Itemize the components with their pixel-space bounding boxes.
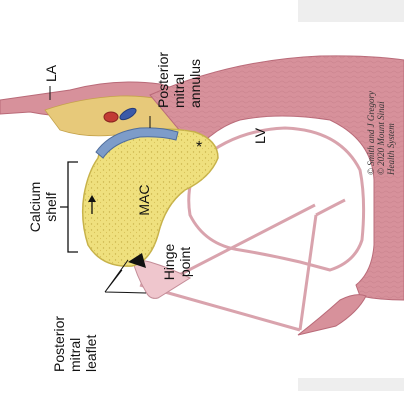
- gray-panel-bottom: [298, 378, 404, 391]
- credit-line-1: © Smith and J Gregory: [366, 91, 376, 175]
- label-posterior-mitral-annulus-2: mitral: [171, 74, 187, 108]
- label-calcium-shelf-2: shelf: [43, 192, 59, 222]
- label-posterior-mitral-annulus-1: Posterior: [155, 52, 171, 108]
- credit-line-2: © 2020 Mount Sinai: [376, 101, 386, 175]
- label-posterior-mitral-leaflet-1: Posterior: [51, 316, 67, 372]
- label-posterior-mitral-leaflet-2: mitral: [67, 338, 83, 372]
- label-posterior-mitral-leaflet-3: leaflet: [83, 335, 99, 372]
- calcium-shelf-bracket: [60, 162, 78, 252]
- circumflex-artery: [104, 112, 118, 122]
- gray-panel-top: [298, 0, 404, 22]
- label-hinge-point-1: Hinge: [161, 244, 177, 281]
- label-asterisk: *: [196, 139, 202, 156]
- label-calcium-shelf-1: Calcium: [27, 182, 43, 233]
- credit-line-3: Health System: [386, 123, 396, 176]
- label-posterior-mitral-annulus-3: annulus: [187, 59, 203, 108]
- label-la: LA: [43, 64, 59, 82]
- papillary-muscle: [298, 295, 366, 335]
- label-lv: LV: [252, 127, 268, 144]
- label-mac: MAC: [136, 184, 152, 215]
- label-hinge-point-2: point: [177, 247, 193, 277]
